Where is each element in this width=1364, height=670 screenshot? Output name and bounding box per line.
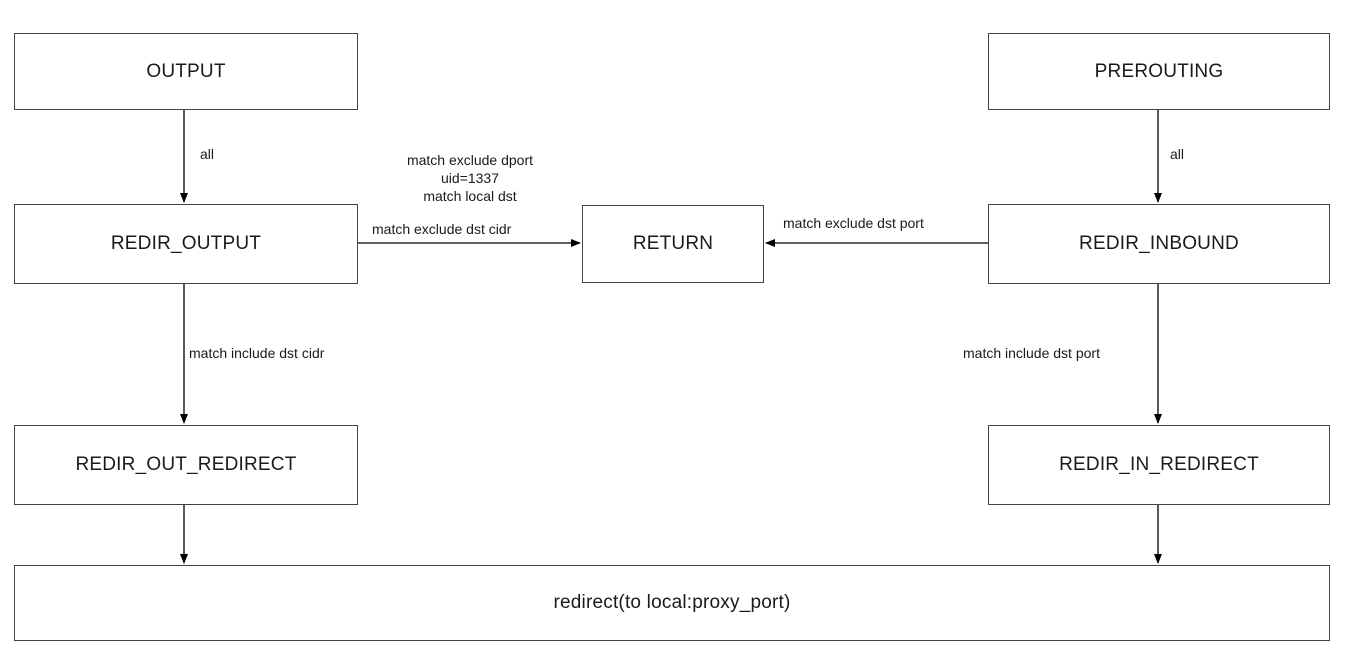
- edge-label-include-dst-port: match include dst port: [963, 345, 1100, 361]
- node-output-label: OUTPUT: [146, 60, 226, 82]
- edge-label-prerouting-all: all: [1170, 146, 1185, 162]
- node-redir-in-redirect-label: REDIR_IN_REDIRECT: [1059, 454, 1259, 475]
- node-redir-output-label: REDIR_OUTPUT: [110, 233, 262, 254]
- edge-label-exclude-block: match exclude dport uid=1337 match local…: [358, 151, 582, 205]
- node-redir-out-redirect: REDIR_OUT_REDIRECT: [14, 425, 358, 505]
- edge-label-include-dst-cidr: match include dst cidr: [189, 345, 325, 361]
- node-redir-output: REDIR_OUTPUT: [14, 204, 358, 284]
- edge-label-uid: uid=1337: [440, 170, 499, 186]
- node-redirect-label: redirect(to local:proxy_port): [553, 592, 791, 613]
- node-return-label: RETURN: [632, 233, 714, 254]
- edge-label-exclude-dst-cidr: match exclude dst cidr: [372, 221, 512, 237]
- node-redir-inbound-label: REDIR_INBOUND: [1079, 233, 1239, 254]
- edge-label-output-all: all: [200, 146, 215, 162]
- node-return: RETURN: [582, 205, 764, 283]
- node-redirect: redirect(to local:proxy_port): [14, 565, 1330, 641]
- edge-label-local-dst: match local dst: [423, 188, 517, 204]
- edge-label-exclude-dport: match exclude dport: [406, 152, 534, 168]
- node-redir-in-redirect: REDIR_IN_REDIRECT: [988, 425, 1330, 505]
- edge-label-exclude-dst-port: match exclude dst port: [783, 215, 924, 231]
- node-output: OUTPUT: [14, 33, 358, 110]
- node-redir-inbound: REDIR_INBOUND: [988, 204, 1330, 284]
- node-redir-out-redirect-label: REDIR_OUT_REDIRECT: [75, 454, 297, 475]
- node-prerouting: PREROUTING: [988, 33, 1330, 110]
- node-prerouting-label: PREROUTING: [1094, 60, 1224, 82]
